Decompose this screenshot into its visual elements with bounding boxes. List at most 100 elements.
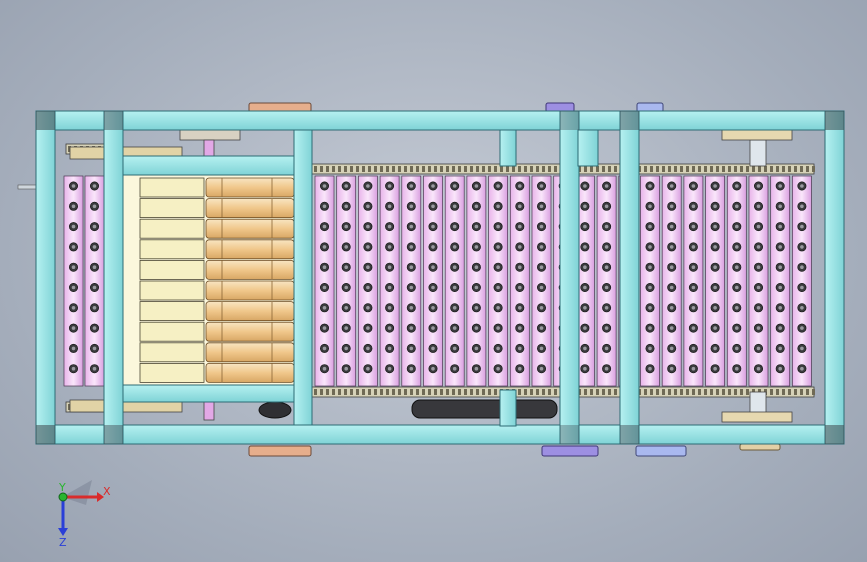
belt-tooth: [470, 389, 473, 395]
roller-hole-center: [71, 245, 76, 249]
frame-post-4[interactable]: [559, 110, 580, 445]
drive-cylinder: [205, 239, 295, 260]
roller-hole-center: [452, 204, 457, 209]
roller-hole-center: [648, 326, 652, 330]
roller: [531, 175, 552, 387]
belt-tooth: [596, 389, 599, 395]
roller-hole-center: [583, 245, 587, 249]
foot-bottom-right[interactable]: [635, 445, 687, 457]
roller-hole-center: [474, 326, 479, 330]
frame-right-post[interactable]: [824, 110, 845, 445]
shaft-left-top[interactable]: [203, 139, 215, 157]
frame-post-5[interactable]: [619, 110, 640, 445]
roller-hole-center: [604, 224, 609, 229]
roller-hole-center: [735, 265, 739, 270]
y-axis-dot: [58, 492, 68, 502]
belt-tooth: [452, 166, 455, 172]
belt-tooth: [524, 166, 527, 172]
belt-tooth: [446, 389, 449, 395]
roller-hole-center: [366, 245, 370, 249]
shaft-left-bottom[interactable]: [203, 401, 215, 421]
roller-hole-center: [604, 346, 609, 351]
roller-hole-center: [604, 204, 609, 209]
frame-inner-bar-bottom[interactable]: [122, 384, 295, 403]
corner-cap: [620, 111, 639, 130]
roller-hole-center: [713, 224, 717, 229]
belt-tooth: [692, 166, 695, 172]
belt-tooth: [764, 166, 767, 172]
belt-tooth: [392, 389, 395, 395]
roller-hole-center: [431, 224, 435, 229]
steel-frame[interactable]: [35, 110, 845, 445]
roller-hole-center: [648, 265, 652, 270]
roller-hole-center: [539, 245, 544, 249]
belt-tooth: [398, 389, 401, 395]
belt-tooth: [536, 389, 539, 395]
roller-hole-center: [648, 224, 652, 229]
frame-left-post[interactable]: [35, 110, 56, 445]
drive-block: [139, 198, 205, 219]
roller-hole-center: [583, 346, 587, 351]
belt-tooth: [704, 389, 707, 395]
belt-tooth: [416, 389, 419, 395]
roller-hole-center: [452, 265, 457, 270]
roller-hole-center: [778, 265, 782, 270]
shaft-right-top[interactable]: [749, 139, 767, 167]
belt-tooth: [554, 389, 557, 395]
drive-section[interactable]: [69, 129, 793, 423]
foot-bottom-far-right[interactable]: [739, 443, 781, 451]
belt-tooth: [530, 389, 533, 395]
foot-bottom-middle[interactable]: [541, 445, 599, 457]
roller-hole-center: [713, 245, 717, 249]
roller-hole-center: [431, 285, 435, 290]
roller-hole-center: [496, 306, 500, 310]
belt-tensioner[interactable]: [411, 399, 558, 419]
motor-part-top[interactable]: [179, 129, 241, 141]
roller-hole-center: [669, 265, 674, 270]
frame-top-rail[interactable]: [35, 110, 845, 131]
belt-tooth: [548, 166, 551, 172]
pulley-disc[interactable]: [258, 401, 292, 419]
roller-hole-center: [71, 184, 76, 188]
belt-tooth: [518, 166, 521, 172]
side-pin-left[interactable]: [17, 184, 39, 190]
reference-triad[interactable]: X Y Z: [58, 480, 111, 549]
belt-tooth: [710, 166, 713, 172]
roller-hole-center: [735, 245, 739, 249]
frame-post-2[interactable]: [293, 129, 313, 426]
x-axis-label: X: [103, 485, 111, 498]
frame-inner-bar-top[interactable]: [122, 155, 295, 176]
belt-tooth: [746, 389, 749, 395]
roller-hole-center: [474, 224, 479, 229]
roller-hole-center: [92, 224, 97, 229]
roller: [748, 175, 769, 387]
frame-bottom-rail[interactable]: [35, 424, 845, 445]
roller-hole-center: [735, 366, 739, 371]
frame-post-3[interactable]: [499, 129, 517, 167]
belt-tooth: [440, 166, 443, 172]
drive-block: [139, 280, 205, 301]
frame-post-6[interactable]: [577, 129, 599, 167]
roller-hole-center: [756, 245, 761, 249]
belt-tooth: [542, 166, 545, 172]
roller-hole-center: [431, 204, 435, 209]
bearing-right-bottom[interactable]: [721, 411, 793, 423]
bearing-right-top[interactable]: [721, 129, 793, 141]
belt-tooth: [602, 389, 605, 395]
belt-tooth: [596, 166, 599, 172]
roller-hole-center: [756, 184, 761, 188]
frame-post-7[interactable]: [499, 389, 517, 427]
belt-tooth: [770, 166, 773, 172]
roller-hole-center: [387, 245, 392, 249]
foot-bottom-left[interactable]: [248, 445, 312, 457]
roller-array[interactable]: [63, 175, 812, 387]
frame-post-1[interactable]: [103, 110, 124, 445]
roller-hole-center: [387, 285, 392, 290]
roller-hole-center: [387, 326, 392, 330]
drive-cylinder: [205, 301, 295, 322]
belt-tooth: [452, 389, 455, 395]
roller-hole-center: [518, 245, 522, 249]
roller-hole-center: [409, 245, 414, 249]
roller-hole-center: [431, 326, 435, 330]
